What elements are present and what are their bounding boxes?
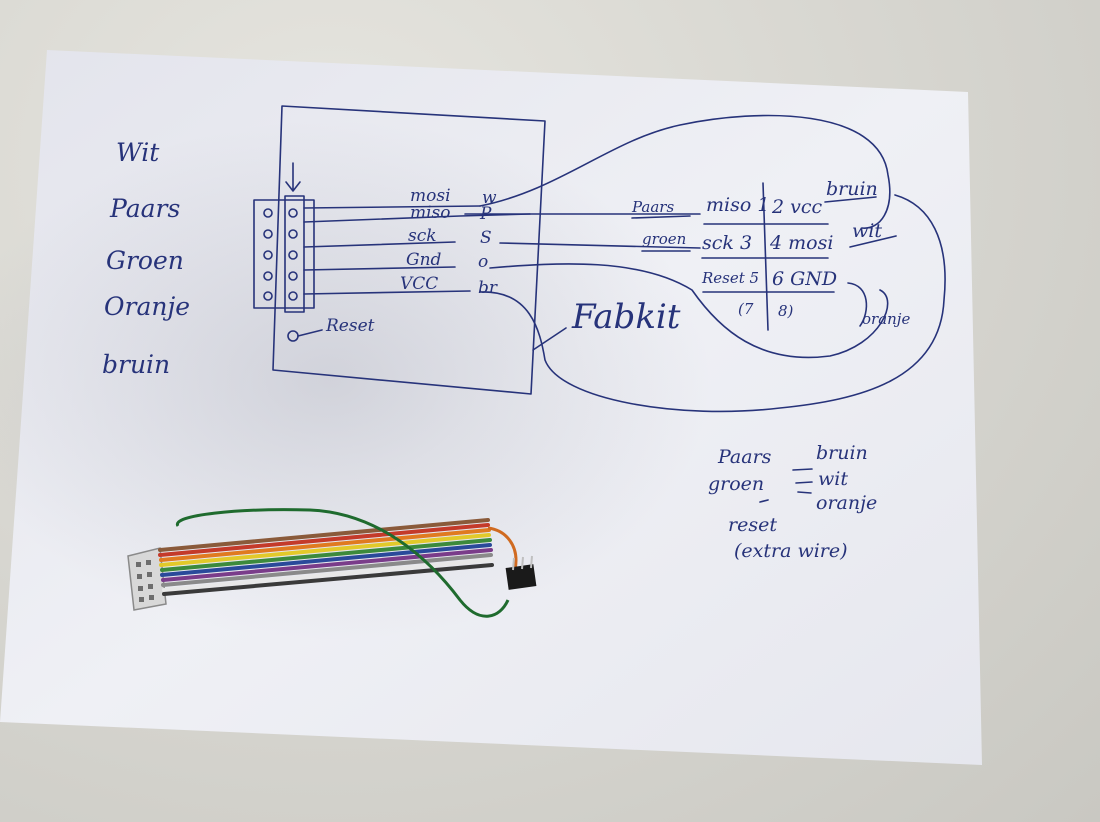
isp-pin-1: miso 1 — [706, 194, 770, 216]
isp-pin-2: 2 vcc — [772, 196, 823, 218]
legend-item-bruin: bruin — [102, 350, 171, 379]
signal-miso: miso — [410, 203, 451, 223]
isp-wire-groen: groen — [642, 230, 687, 248]
connector-outer — [253, 199, 315, 309]
fabkit-label: Fabkit — [572, 297, 681, 337]
isp-wire-oranje: oranje — [862, 310, 911, 328]
board-outline — [272, 105, 546, 395]
note-left-groen: groen — [708, 473, 765, 495]
isp-wire-wit: wit — [852, 220, 882, 242]
wire-code-o: o — [478, 252, 489, 272]
signal-mosi: mosi — [410, 186, 451, 206]
isp-pin-7: (7 — [738, 300, 754, 318]
wire-code-br: br — [478, 278, 498, 298]
note-reset: reset — [728, 514, 777, 536]
isp-wire-bruin: bruin — [826, 178, 878, 200]
wire-code-p: P — [480, 204, 492, 224]
isp-grid-vertical — [762, 182, 769, 331]
idc-connector — [127, 547, 167, 611]
legend-item-paars: Paars — [110, 194, 181, 223]
trace-gnd — [489, 263, 889, 359]
isp-wire-paars: Paars — [632, 198, 675, 216]
legend-item-groen: Groen — [106, 246, 184, 275]
ribbon-cable-photo — [127, 508, 537, 618]
signal-gnd: Gnd — [406, 250, 442, 270]
wire-code-s: S — [480, 228, 492, 248]
note-left-paars: Paars — [718, 446, 772, 468]
trace-vcc-loop — [479, 194, 946, 413]
connector-pins — [263, 208, 298, 301]
note-right-wit: wit — [818, 468, 848, 490]
note-right-oranje: oranje — [816, 492, 878, 514]
isp-pin-4: 4 mosi — [770, 232, 834, 254]
note-reset-detail: (extra wire) — [734, 540, 848, 562]
header-arrow — [285, 162, 301, 192]
trace-sck — [499, 242, 701, 249]
paper-shadow — [0, 120, 710, 640]
reset-label: Reset — [326, 316, 375, 336]
isp-pin-5: Reset 5 — [702, 269, 760, 287]
note-right-bruin: bruin — [816, 442, 868, 464]
wire-code-w: w — [482, 188, 497, 208]
isp-pin-3: sck 3 — [702, 232, 753, 254]
trace-board-to-fabkit — [532, 327, 567, 351]
signal-sck: sck — [408, 226, 437, 246]
legend-item-oranje: Oranje — [104, 292, 190, 321]
signal-vcc: VCC — [400, 274, 439, 294]
trace-mosi-loop — [479, 114, 891, 229]
legend-item-wit: Wit — [116, 138, 160, 167]
isp-pin-6: 6 GND — [772, 268, 838, 290]
isp-pin-8: 8) — [778, 302, 794, 320]
connector-inner — [284, 195, 305, 313]
